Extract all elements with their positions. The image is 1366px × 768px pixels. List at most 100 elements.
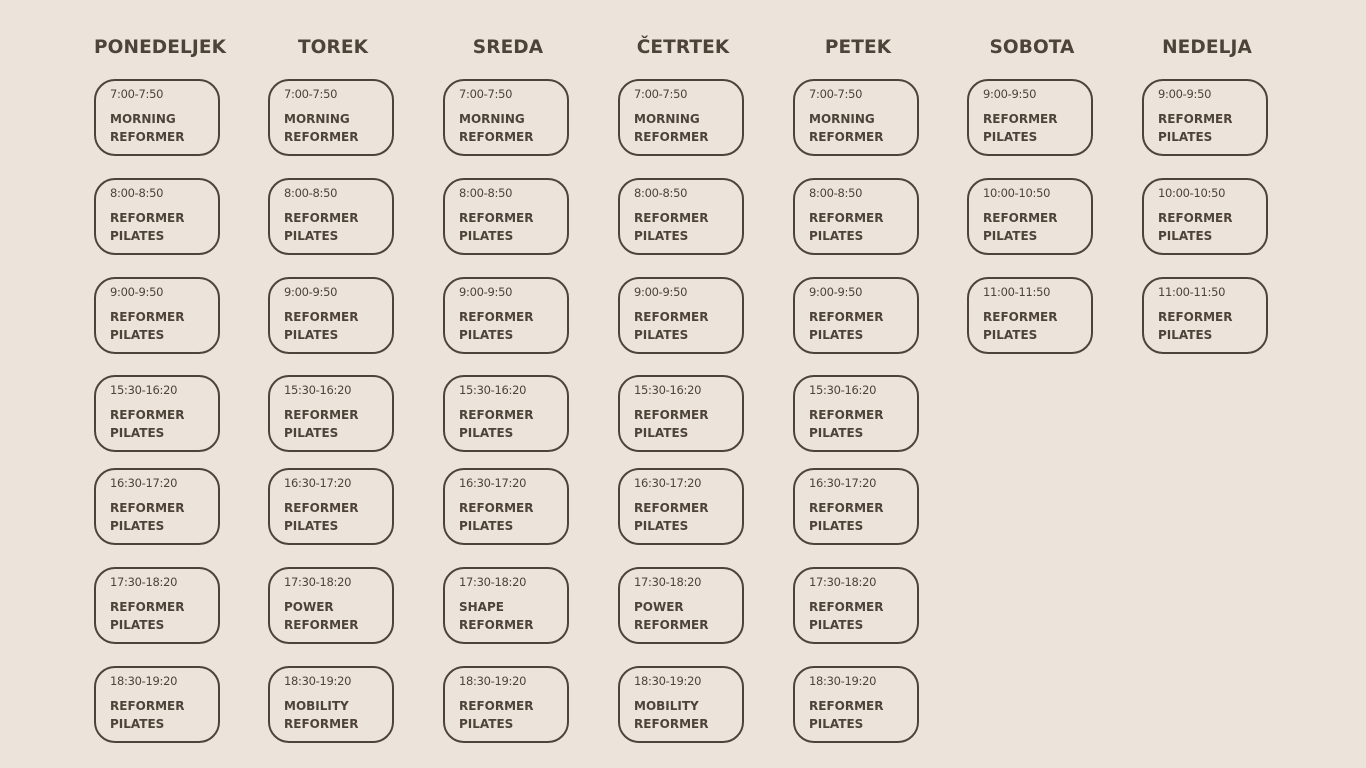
class-time: 16:30-17:20 xyxy=(459,476,527,490)
class-name-line-2: PILATES xyxy=(284,229,339,243)
class-time: 18:30-19:20 xyxy=(634,674,702,688)
class-name-line-2: REFORMER xyxy=(634,618,709,632)
class-name-line-2: PILATES xyxy=(634,229,689,243)
class-time: 9:00-9:50 xyxy=(110,285,164,299)
class-time: 16:30-17:20 xyxy=(110,476,178,490)
class-name-line-2: PILATES xyxy=(809,519,864,533)
class-name-line-1: MORNING xyxy=(284,112,350,126)
class-name: MORNING REFORMER xyxy=(284,110,358,146)
class-name-line-1: REFORMER xyxy=(634,501,709,515)
class-time: 18:30-19:20 xyxy=(110,674,178,688)
class-name-line-1: MORNING xyxy=(634,112,700,126)
class-time: 18:30-19:20 xyxy=(284,674,352,688)
class-time: 8:00-8:50 xyxy=(110,186,164,200)
class-name-line-1: REFORMER xyxy=(110,408,185,422)
class-time: 11:00-11:50 xyxy=(983,285,1051,299)
class-name-line-2: REFORMER xyxy=(459,618,534,632)
class-name-line-2: PILATES xyxy=(110,229,165,243)
class-time: 9:00-9:50 xyxy=(809,285,863,299)
class-time: 8:00-8:50 xyxy=(634,186,688,200)
class-name-line-2: PILATES xyxy=(983,328,1038,342)
class-name-line-1: REFORMER xyxy=(634,408,709,422)
class-name-line-2: PILATES xyxy=(110,519,165,533)
class-time: 10:00-10:50 xyxy=(1158,186,1226,200)
class-name-line-2: PILATES xyxy=(459,229,514,243)
class-name-line-2: REFORMER xyxy=(284,618,359,632)
class-name-line-2: REFORMER xyxy=(284,130,359,144)
class-name-line-2: PILATES xyxy=(459,519,514,533)
class-name-line-1: POWER xyxy=(284,600,334,614)
class-name-line-1: REFORMER xyxy=(983,211,1058,225)
class-name-line-1: REFORMER xyxy=(809,600,884,614)
class-name-line-1: REFORMER xyxy=(1158,310,1233,324)
class-name-line-1: REFORMER xyxy=(284,211,359,225)
class-name-line-1: SHAPE xyxy=(459,600,504,614)
class-time: 7:00-7:50 xyxy=(809,87,863,101)
class-name-line-2: PILATES xyxy=(634,519,689,533)
class-name-line-2: PILATES xyxy=(110,717,165,731)
class-time: 16:30-17:20 xyxy=(284,476,352,490)
class-name-line-2: REFORMER xyxy=(809,130,884,144)
day-title: ČETRTEK xyxy=(636,37,730,58)
class-name-line-2: PILATES xyxy=(809,618,864,632)
class-time: 17:30-18:20 xyxy=(459,575,527,589)
class-name-line-2: PILATES xyxy=(809,328,864,342)
class-name-line-2: PILATES xyxy=(809,229,864,243)
class-name-line-1: REFORMER xyxy=(634,310,709,324)
